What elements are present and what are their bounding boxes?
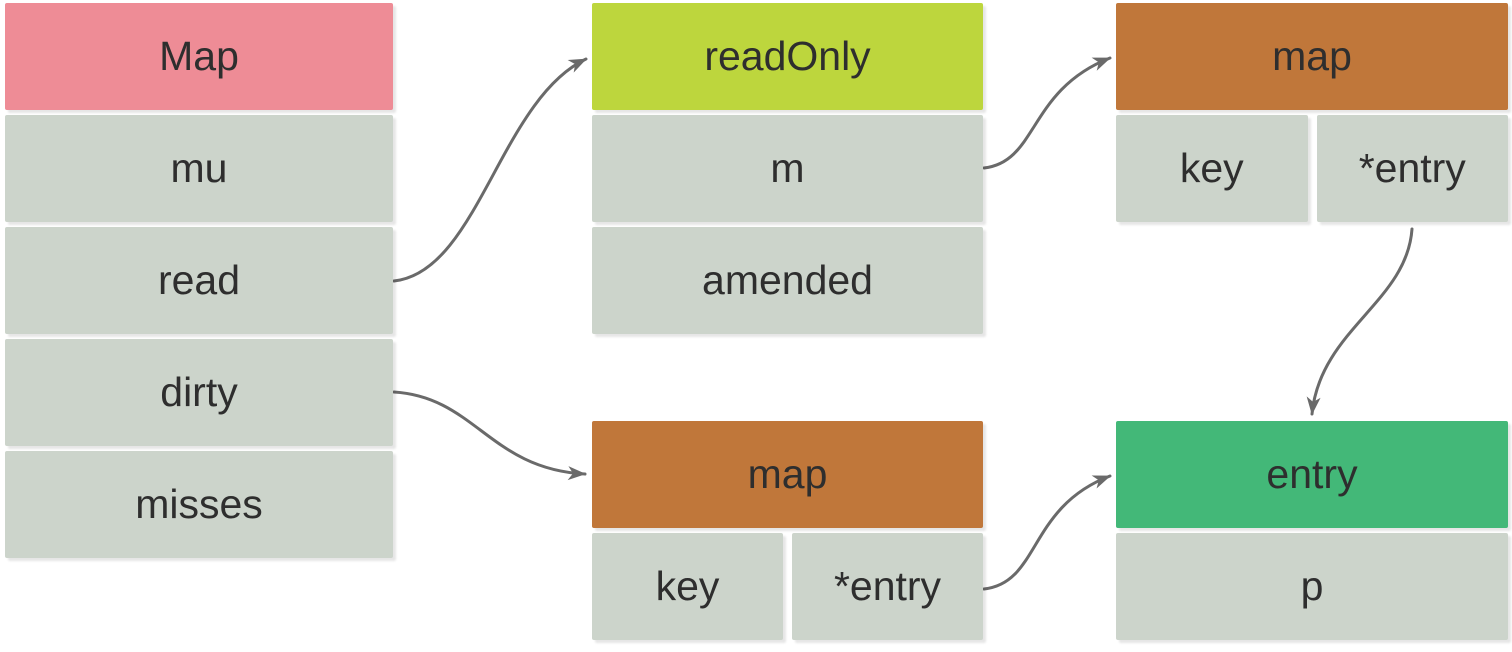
edge-dirty-to-map-bottom (392, 390, 587, 481)
node-map-top-header: map (1116, 3, 1508, 110)
node-map-struct-header: Map (5, 3, 393, 110)
node-readonly-header: readOnly (592, 3, 983, 110)
field-read: read (5, 227, 393, 334)
field-key-bottom: key (592, 533, 783, 640)
edge-top-entry-to-entry (1306, 227, 1414, 416)
field-p: p (1116, 533, 1508, 640)
node-entry: entry p (1116, 421, 1508, 645)
edge-read-to-readonly (392, 57, 588, 283)
field-misses: misses (5, 451, 393, 558)
node-map-bottom-header: map (592, 421, 983, 528)
node-map-bottom: map key *entry (592, 421, 983, 645)
edge-bottom-entry-to-entry (982, 474, 1112, 591)
field-mu: mu (5, 115, 393, 222)
field-m: m (592, 115, 983, 222)
field-entry-ptr-top: *entry (1316, 115, 1508, 222)
node-entry-header: entry (1116, 421, 1508, 528)
field-amended: amended (592, 227, 983, 334)
node-map-top: map key *entry (1116, 3, 1508, 227)
edge-m-to-map-top (982, 56, 1112, 170)
node-readonly: readOnly m amended (592, 3, 983, 339)
field-dirty: dirty (5, 339, 393, 446)
field-entry-ptr-bottom: *entry (792, 533, 983, 640)
node-map-struct: Map mu read dirty misses (5, 3, 393, 563)
field-key-top: key (1116, 115, 1308, 222)
